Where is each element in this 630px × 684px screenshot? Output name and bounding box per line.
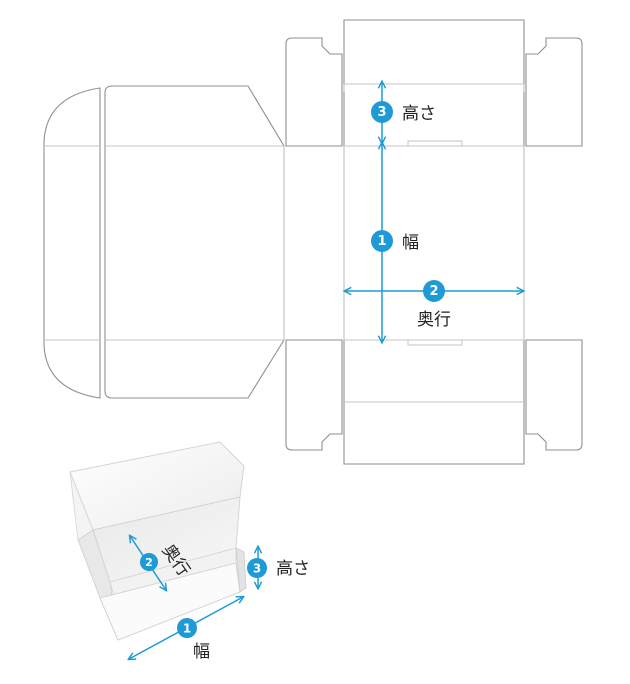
width-label: 幅 xyxy=(402,233,419,253)
left-tuck-flap xyxy=(43,87,101,399)
right-dust-flap-bottom xyxy=(525,339,583,451)
depth-badge: 2 xyxy=(423,280,445,302)
svg-text:3: 3 xyxy=(377,105,386,120)
svg-text:1: 1 xyxy=(377,234,386,249)
width-badge: 1 xyxy=(371,230,393,252)
box-height-label: 高さ xyxy=(276,559,310,579)
box-width-label: 幅 xyxy=(193,642,210,662)
box-3d-illustration: 2 奥行 3 高さ 1 幅 xyxy=(69,441,310,662)
left-dust-flap-bottom xyxy=(285,339,343,451)
svg-text:2: 2 xyxy=(429,284,438,299)
lid-panel xyxy=(104,85,285,399)
height-badge: 3 xyxy=(371,101,393,123)
depth-label: 奥行 xyxy=(417,310,451,330)
box-depth-badge: 2 xyxy=(140,553,158,571)
svg-text:1: 1 xyxy=(183,622,191,636)
left-dust-flap-top xyxy=(285,37,343,147)
right-dust-flap-top xyxy=(525,37,583,147)
height-label: 高さ xyxy=(402,104,436,124)
svg-text:2: 2 xyxy=(145,556,153,569)
svg-text:3: 3 xyxy=(253,562,261,576)
box-height-badge: 3 xyxy=(247,558,267,578)
die-cut-net: 3 高さ 1 幅 2 奥行 xyxy=(43,19,583,465)
center-column xyxy=(343,19,525,465)
box-width-badge: 1 xyxy=(177,618,197,638)
